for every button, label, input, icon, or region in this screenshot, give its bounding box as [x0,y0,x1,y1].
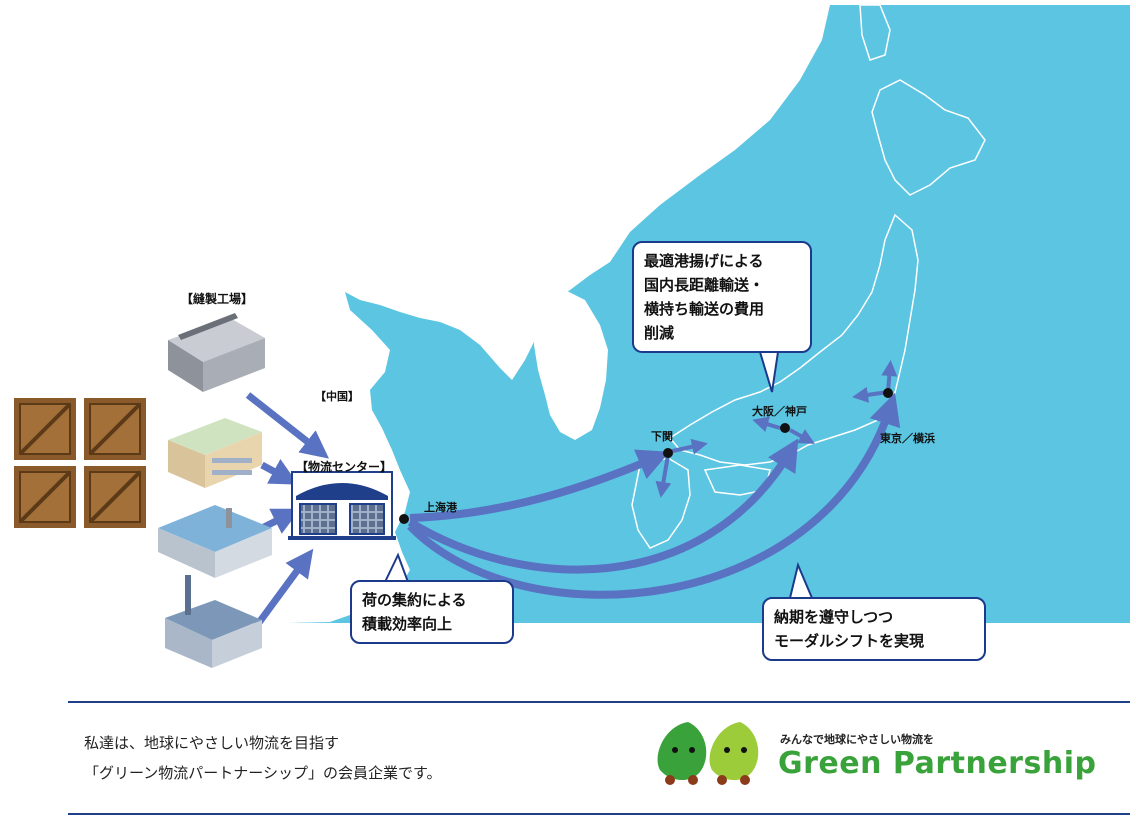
footer-top-divider [68,701,1130,703]
china-label: 【中国】 [315,390,359,403]
callout-line: 積載効率向上 [362,615,453,633]
callout-line: 削減 [644,324,675,342]
logistics-center-label: 【物流センター】 [296,460,393,474]
port-choice-callout: 最適港揚げによる 国内長距離輸送・ 横持ち輸送の費用 削減 [632,241,812,353]
callout-line: 納期を遵守しつつ [774,608,894,626]
callout-line: 荷の集約による [362,591,467,609]
factory-4-icon [165,575,262,668]
osaka-kobe-label: 大阪／神戸 [752,405,807,418]
sewing-factory-label: 【縫製工場】 [181,292,254,306]
factory-1-icon [168,313,265,392]
shanghai-port-label: 上海港 [424,501,457,514]
domestic-arrows [655,360,898,498]
shimonoseki-label: 下関 [651,430,673,443]
logo-tagline: みんなで地球にやさしい物流を [780,733,934,746]
tokyo-yokohama-label: 東京／横浜 [880,432,935,445]
callout-line: モーダルシフトを実現 [774,632,925,650]
green-partnership-logo-icon [657,722,759,785]
cargo-crates [14,398,146,528]
footer-bottom-divider [68,813,1130,815]
callout-line: 最適港揚げによる [644,252,764,270]
member-statement-line1: 私達は、地球にやさしい物流を目指す [84,734,340,752]
callout-line: 国内長距離輸送・ [644,276,765,294]
factory-3-icon [158,505,272,578]
modal-shift-callout: 納期を遵守しつつ モーダルシフトを実現 [762,597,986,661]
consolidation-callout: 荷の集約による 積載効率向上 [350,580,514,644]
factory-arrows [245,392,330,631]
logistics-center-icon [288,471,396,540]
sea-routes [407,392,901,599]
port-markers [399,388,893,524]
member-statement-line2: 「グリーン物流パートナーシップ」の会員企業です。 [84,764,442,782]
logo-name: Green Partnership [778,746,1097,781]
callout-line: 横持ち輸送の費用 [644,300,765,318]
factory-2-icon [168,418,262,488]
